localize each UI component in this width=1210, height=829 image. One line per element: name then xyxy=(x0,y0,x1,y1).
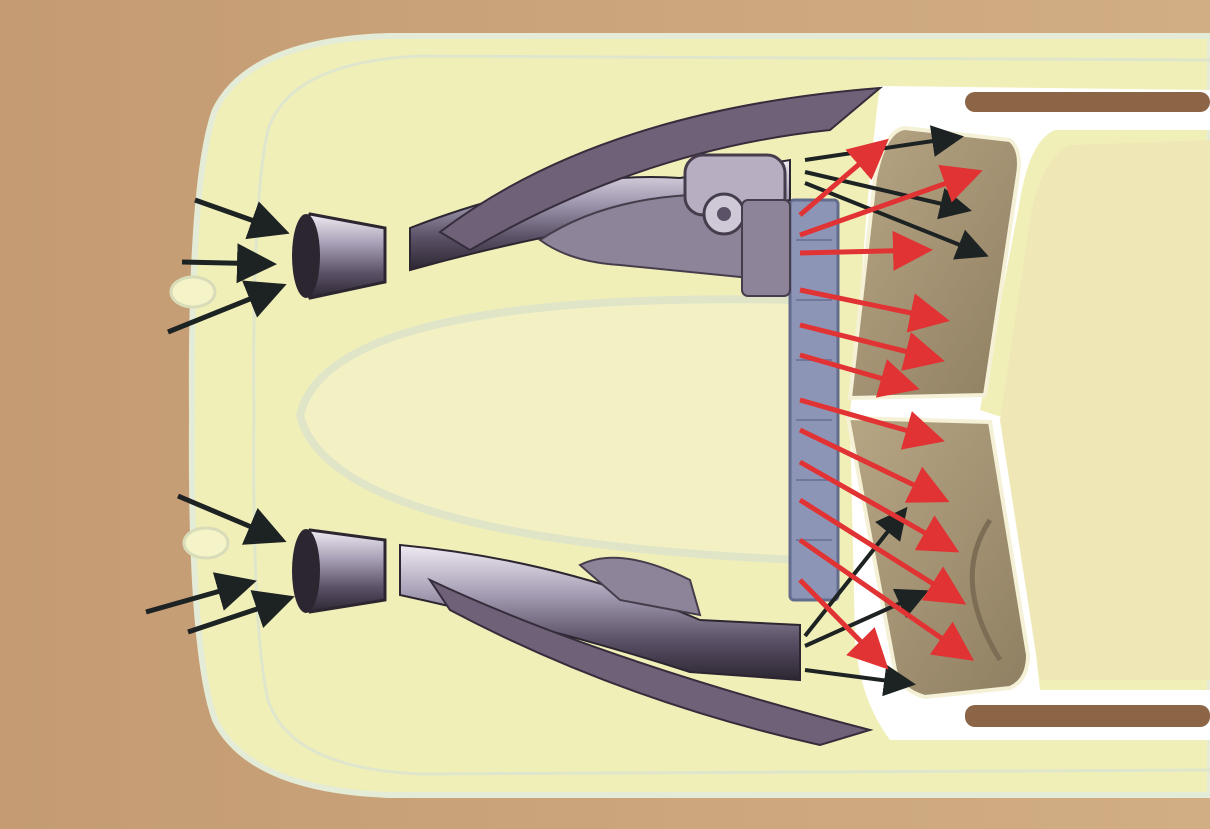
bumper-lug-bottom xyxy=(184,528,228,558)
roof-strip-bottom xyxy=(965,705,1210,727)
interior xyxy=(1000,140,1210,680)
bumper-lug-top xyxy=(171,277,215,307)
roof-strip-top xyxy=(965,92,1210,112)
arrow-dark-icon xyxy=(182,262,272,264)
arrow-red-icon xyxy=(800,250,928,253)
